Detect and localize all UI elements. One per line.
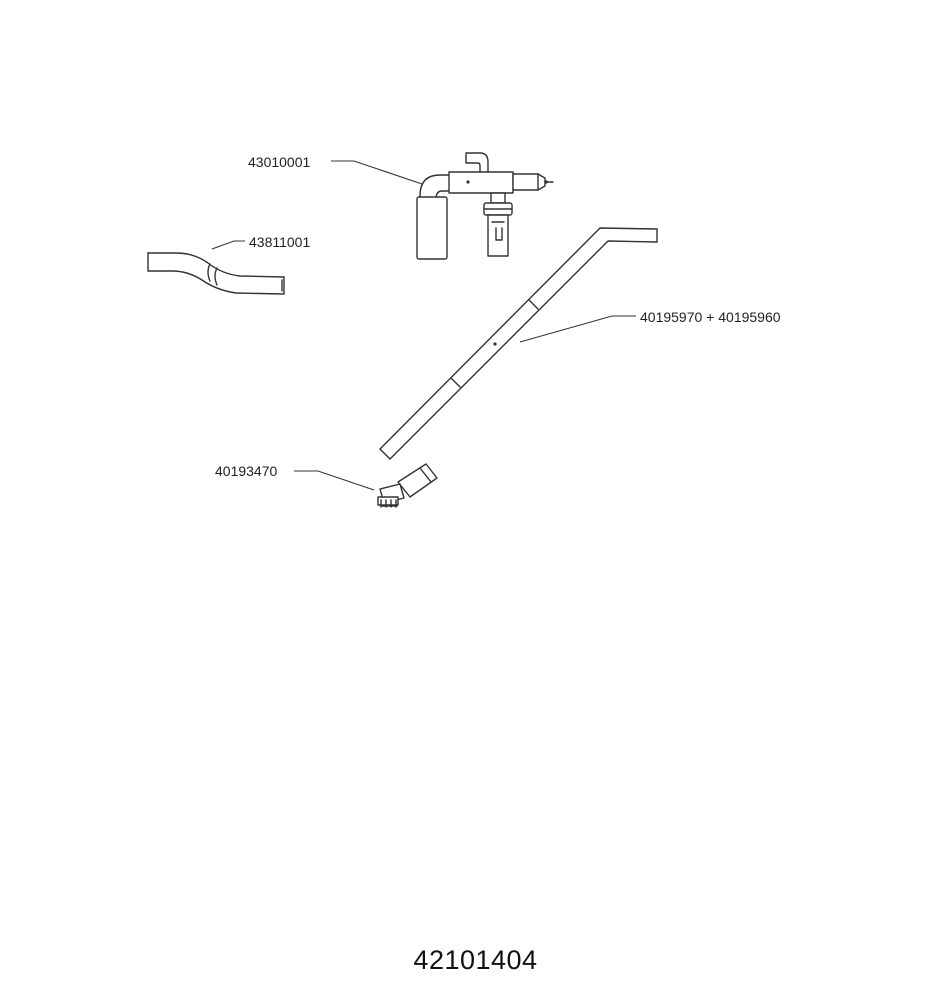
short-pipe-drawing bbox=[147, 252, 285, 295]
label-part-43010001: 43010001 bbox=[248, 154, 311, 170]
leader-short-pipe bbox=[211, 240, 245, 250]
label-part-40193470: 40193470 bbox=[215, 463, 278, 479]
label-part-40195970-40195960: 40195970 + 40195960 bbox=[640, 309, 781, 325]
leader-long-pipe bbox=[519, 315, 636, 343]
burner-assembly-drawing bbox=[416, 152, 554, 260]
nozzle-drawing bbox=[377, 463, 438, 508]
label-part-43811001: 43811001 bbox=[249, 234, 311, 250]
leader-burner-assembly bbox=[331, 160, 423, 185]
leader-nozzle bbox=[294, 470, 375, 491]
long-pipe-drawing bbox=[379, 227, 658, 460]
drawing-number: 42101404 bbox=[413, 945, 538, 975]
